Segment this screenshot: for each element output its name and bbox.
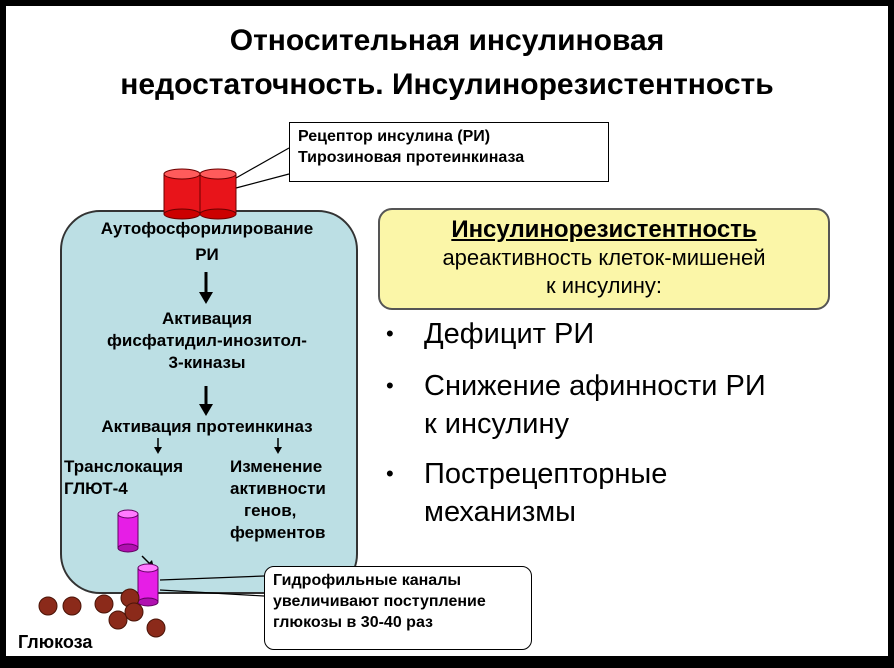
step-protein-kinase-activation: Активация протеинкиназ: [101, 417, 313, 436]
channel-callout-line-2: увеличивают поступление: [273, 593, 486, 610]
arrow-down-icon: [199, 272, 213, 304]
glut4-membrane-channel-icon: [137, 563, 159, 607]
arrow-down-icon: [199, 386, 213, 416]
glucose-label: Глюкоза: [18, 632, 93, 652]
target-cell: [60, 210, 358, 594]
channel-callout-line-3: глюкозы в 30-40 раз: [273, 614, 433, 631]
step2-line-3: 3-киназы: [168, 353, 246, 372]
insulin-receptor-icon: [163, 168, 237, 220]
definition-line-1: ареактивность клеток-мишеней: [442, 245, 766, 270]
channel-callout-line-1: Гидрофильные каналы: [273, 572, 462, 589]
branch-left-line-2: ГЛЮТ-4: [64, 479, 128, 498]
step1-line-1: Аутофосфорилирование: [100, 219, 314, 238]
bullet-text-2b: к инсулину: [424, 408, 569, 440]
definition-line-2: к инсулину:: [545, 273, 663, 298]
arrow-down-small-icon: [274, 438, 282, 454]
arrow-down-small-icon: [154, 438, 162, 454]
channel-leader-line-2: [159, 589, 265, 597]
receptor-leader-line-1: [235, 147, 290, 179]
branch-right-line-2: активности: [230, 479, 326, 498]
diagram-graphics: [38, 147, 290, 638]
title-line-1: Относительная инсулиновая: [229, 24, 665, 57]
channel-leader-line-1: [159, 575, 265, 581]
title-line-2: недостаточность. Инсулинорезистентность: [120, 68, 774, 101]
bullet-dot-icon: •: [386, 461, 394, 486]
receptor-callout: Рецептор инсулина (РИ) Тирозиновая проте…: [289, 122, 609, 182]
branch-right-line-4: ферментов: [230, 523, 326, 542]
receptor-leader-line-2: [235, 173, 290, 189]
definition-box: Инсулинорезистентность ареактивность кле…: [378, 208, 830, 310]
branch-left-line-1: Транслокация: [64, 457, 184, 476]
bullet-text-2a: Снижение афинности РИ: [424, 370, 766, 402]
step2-line-2: фисфатидил-инозитол-: [107, 331, 307, 350]
glucose-molecules-icon: [38, 588, 166, 638]
receptor-callout-line-2: Тирозиновая протеинкиназа: [298, 149, 525, 166]
receptor-callout-line-1: Рецептор инсулина (РИ): [298, 128, 491, 145]
branch-right-line-3: генов,: [244, 501, 297, 520]
step2-line-1: Активация: [161, 309, 253, 328]
bullet-text-3b: механизмы: [424, 496, 577, 528]
slide: Относительная инсулиновая недостаточност…: [6, 6, 888, 656]
branch-gene-activity: Изменение активности генов, ферментов: [230, 456, 354, 544]
bullet-text-3a: Пострецепторные: [424, 458, 668, 490]
step-autophosphorylation: Аутофосфорилирование РИ: [62, 218, 352, 266]
branch-glut4-translocation: Транслокация ГЛЮТ-4: [64, 456, 224, 500]
step-pi3k-activation: Активация фисфатидил-инозитол- 3-киназы: [62, 308, 352, 374]
bullet-text-1: Дефицит РИ: [424, 318, 595, 350]
channel-callout: Гидрофильные каналы увеличивают поступле…: [264, 566, 532, 650]
glut4-transporter-icon: [117, 509, 139, 553]
bullet-dot-icon: •: [386, 321, 394, 346]
branch-right-line-1: Изменение: [230, 457, 323, 476]
definition-heading: Инсулинорезистентность: [451, 216, 757, 243]
step1-line-2: РИ: [195, 245, 219, 264]
bullet-dot-icon: •: [386, 373, 394, 398]
